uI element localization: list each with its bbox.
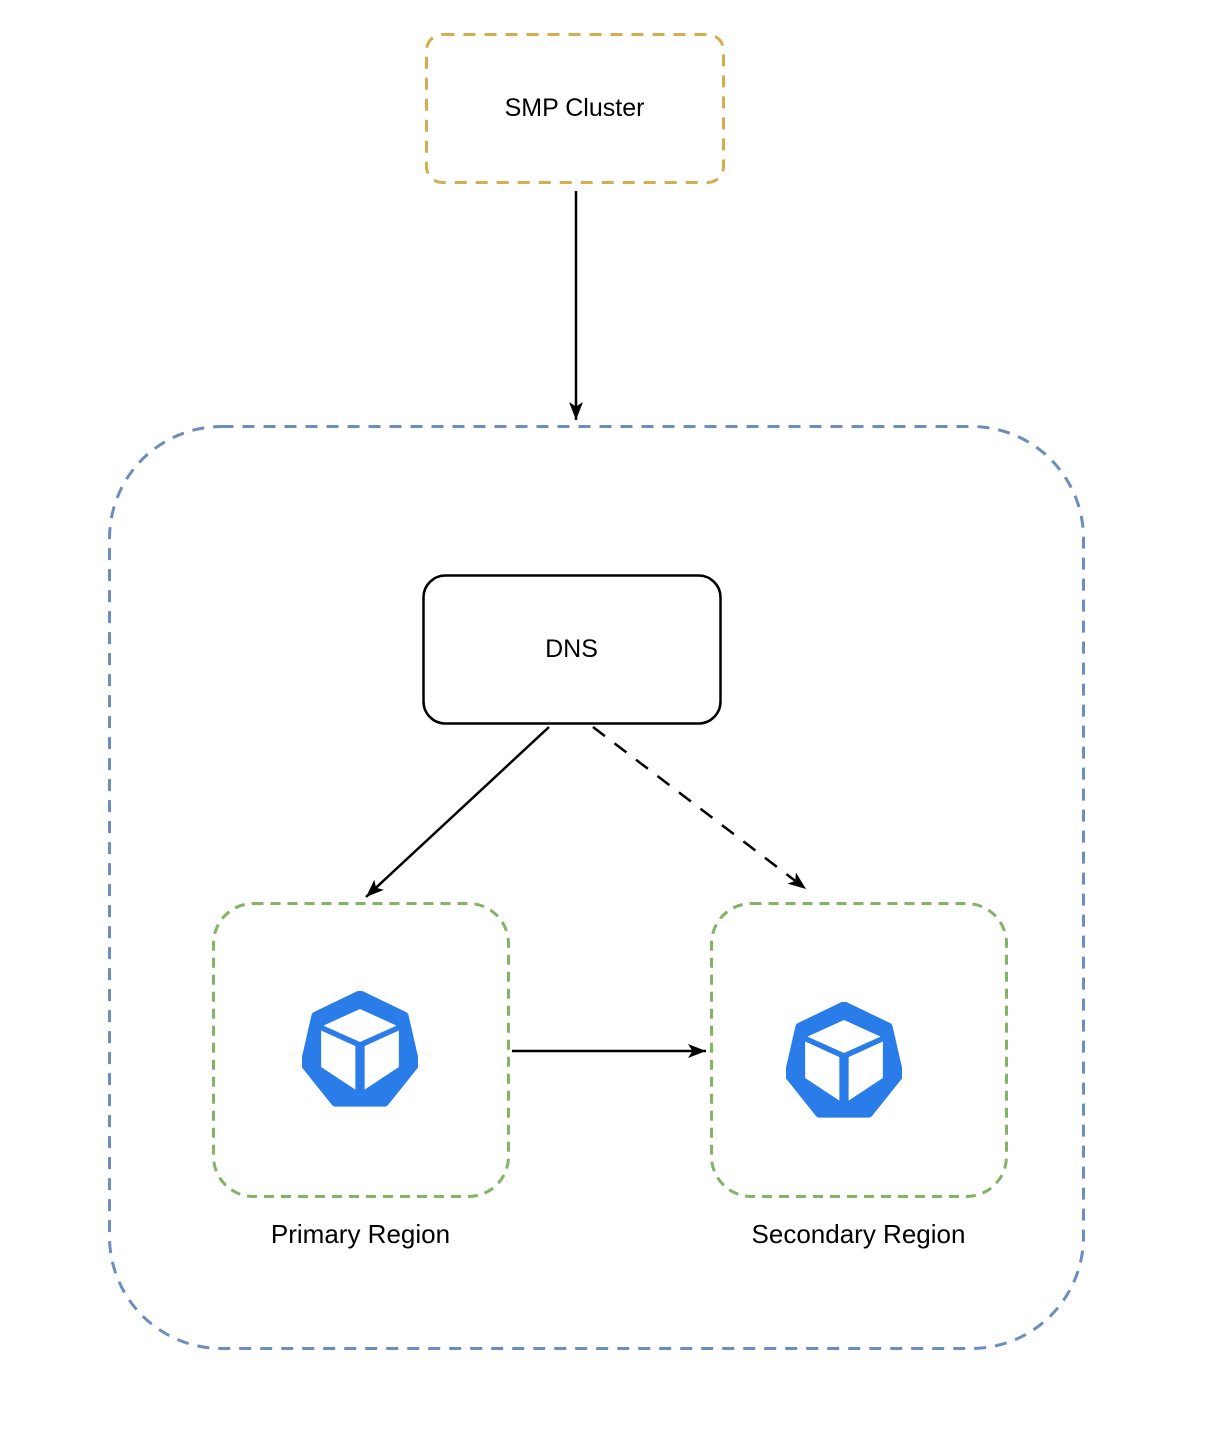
primary-region-label: Primary Region (270, 1219, 451, 1250)
edge-dns-to-secondary (592, 726, 807, 890)
edge-dns-to-primary (365, 726, 550, 898)
secondary-region-label: Secondary Region (751, 1219, 966, 1250)
secondary-cluster-cube-icon (786, 1002, 902, 1118)
dns-label: DNS (545, 635, 598, 663)
primary-cluster-cube-icon (302, 991, 418, 1107)
smp-cluster-box (425, 33, 725, 184)
dns-box (422, 574, 722, 725)
dns-group-container (108, 425, 1085, 1350)
smp-cluster-label: SMP Cluster (504, 94, 645, 122)
